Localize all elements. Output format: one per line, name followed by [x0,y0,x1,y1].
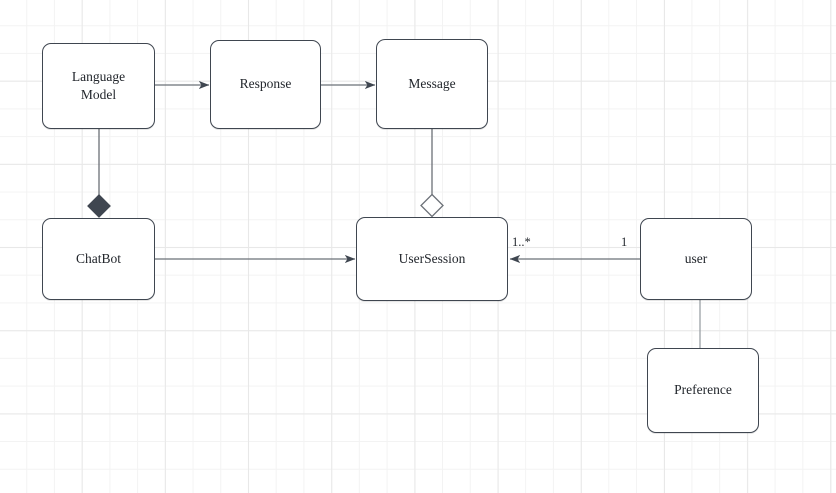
node-label-usersession: UserSession [398,250,466,266]
edge-message-to-usersession [420,129,444,218]
node-language-model[interactable]: Language Model [42,43,155,129]
node-label-language-model: Language Model [71,68,126,102]
node-label-preference: Preference [674,382,732,398]
node-label-user: user [684,250,708,266]
node-user[interactable]: user [640,218,752,300]
edge-language-model-to-chatbot [87,129,111,218]
composition-diamond-icon [87,194,111,218]
node-label-chatbot: ChatBot [75,250,121,266]
node-usersession[interactable]: UserSession [356,217,508,301]
multiplicity-usersession-side: 1..* [512,235,531,249]
multiplicity-user-side: 1 [621,235,628,249]
node-response[interactable]: Response [210,40,321,129]
aggregation-diamond-icon [420,193,444,218]
node-label-message: Message [408,75,456,91]
node-message[interactable]: Message [376,39,488,129]
node-label-response: Response [239,76,292,92]
node-preference[interactable]: Preference [647,348,759,433]
node-chatbot[interactable]: ChatBot [42,218,155,300]
